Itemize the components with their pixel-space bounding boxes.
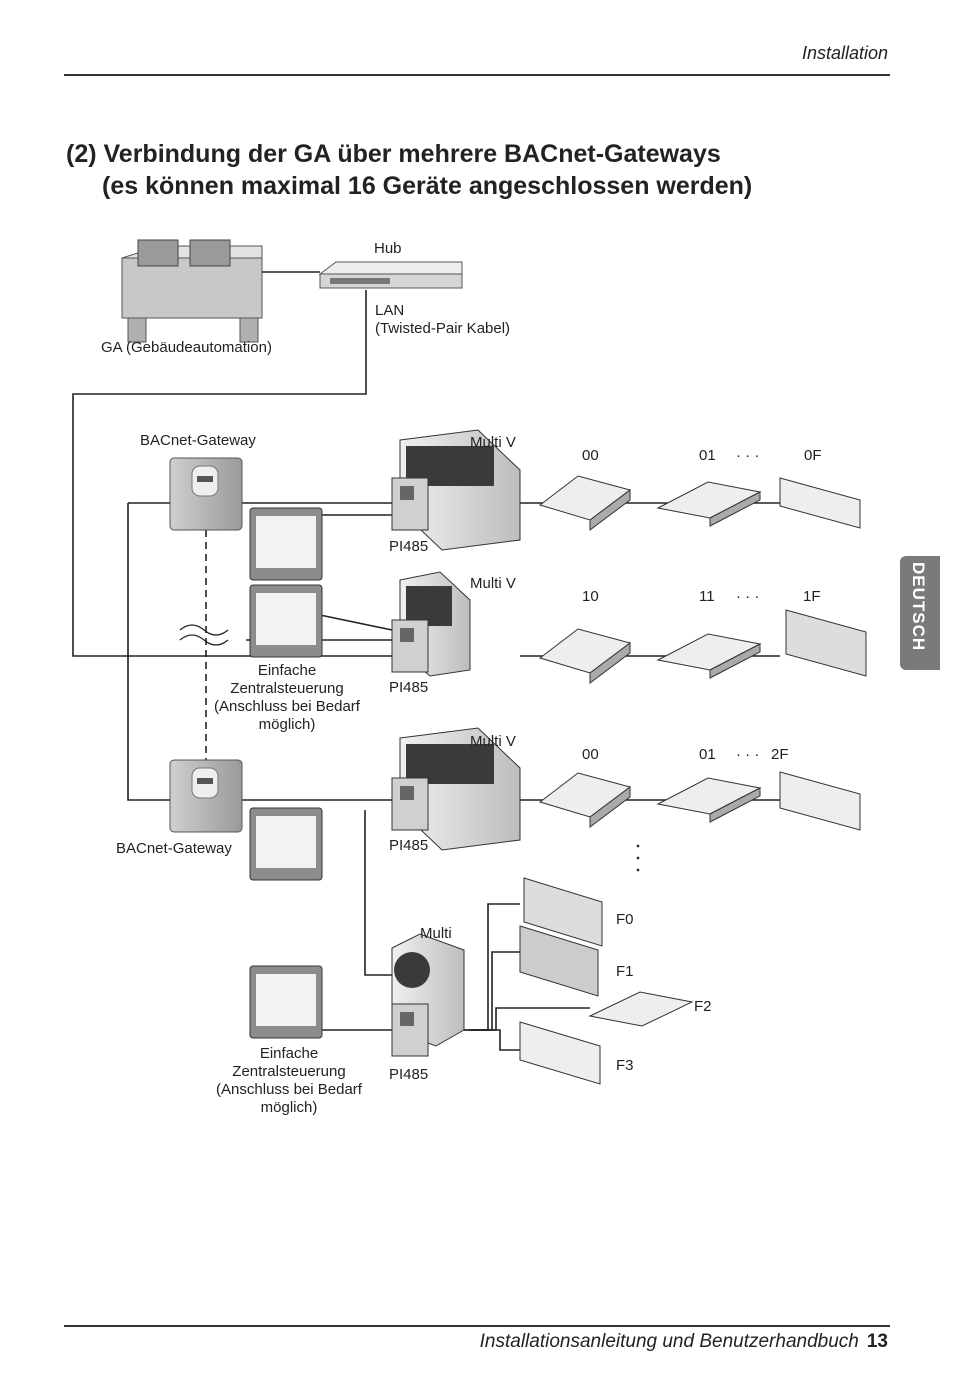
bacnet-gateway-top-icon [169, 457, 243, 531]
address-label: F1 [616, 963, 634, 980]
language-tab: DEUTSCH [900, 556, 940, 670]
multi-v-outdoor-unit-1-icon [399, 429, 521, 551]
gateway-bottom-label: BACnet-Gateway [116, 840, 232, 857]
pi485-board-3-icon [391, 777, 429, 831]
bacnet-gateway-bottom-icon [169, 759, 243, 833]
multi-v-label-3: Multi V [470, 733, 516, 750]
address-ellipsis: · · · [736, 447, 760, 464]
caption-line: Einfache [259, 1045, 319, 1062]
page-title: (2) Verbindung der GA über mehrere BACne… [66, 138, 752, 202]
caption-line: möglich) [258, 716, 316, 733]
ceiling-unit-01-icon [656, 481, 762, 527]
address-label: F0 [616, 911, 634, 928]
section-header: Installation [801, 43, 888, 63]
cassette-unit-00-icon [538, 475, 632, 531]
ceiling-unit-F2-icon [588, 991, 694, 1027]
gateway-top-label: BACnet-Gateway [140, 432, 256, 449]
footer-text: Installationsanleitung und Benutzerhandb… [479, 1331, 859, 1352]
caption-line: Zentralsteuerung [230, 680, 344, 697]
wall-unit-2F-icon [779, 771, 861, 831]
address-label: 2F [771, 746, 789, 763]
pi485-board-2-icon [391, 619, 429, 673]
caption-line: Einfache [257, 662, 317, 679]
multi-v-outdoor-unit-3-icon [399, 727, 521, 851]
top-rule [64, 74, 890, 76]
central-controller-4-icon [249, 965, 323, 1039]
hub-label: Hub [374, 240, 402, 257]
wall-unit-1F-icon [785, 609, 867, 677]
page-number: 13 [866, 1331, 888, 1352]
address-label: 00 [582, 746, 599, 763]
caption-line: (Anschluss bei Bedarf [216, 1081, 362, 1098]
address-label: 01 [699, 447, 716, 464]
ceiling-unit-11-icon [656, 633, 762, 679]
address-label: F2 [694, 998, 712, 1015]
pi485-label-1: PI485 [389, 538, 429, 555]
pi485-board-4-icon [391, 1003, 429, 1057]
address-label: 00 [582, 447, 599, 464]
more-units-ellipsis [636, 844, 640, 872]
pi485-label-2: PI485 [389, 679, 429, 696]
bottom-rule [64, 1325, 890, 1327]
central-controller-2-icon [249, 584, 323, 658]
wall-unit-F1-icon [519, 925, 599, 997]
lan-label: LAN [375, 302, 405, 319]
footer: Installationsanleitung und Benutzerhandb… [480, 1331, 888, 1353]
address-label: 01 [699, 746, 716, 763]
address-label: 0F [804, 447, 822, 464]
multi-v-label-2: Multi V [470, 575, 516, 592]
ceiling-unit-01-row3-icon [656, 777, 762, 823]
address-label: 1F [803, 588, 821, 605]
address-ellipsis: · · · [736, 746, 760, 763]
caption-line: möglich) [260, 1099, 318, 1116]
lan-cable-label: (Twisted-Pair Kabel) [375, 320, 511, 337]
hub-icon [318, 261, 463, 289]
pi485-label-4: PI485 [389, 1066, 429, 1083]
wall-unit-F0-icon [523, 877, 603, 947]
caption-line: (Anschluss bei Bedarf [214, 698, 360, 715]
address-ellipsis: · · · [736, 588, 760, 605]
multi-label: Multi [420, 925, 452, 942]
central-controller-3-icon [249, 807, 323, 881]
controller-top-caption: Einfache Zentralsteuerung (Anschluss bei… [196, 662, 378, 734]
pi485-label-3: PI485 [389, 837, 429, 854]
ga-label: GA (Gebäudeautomation) [101, 339, 272, 356]
language-tab-label: DEUTSCH [909, 562, 928, 652]
controller-bottom-caption: Einfache Zentralsteuerung (Anschluss bei… [198, 1045, 380, 1117]
address-label: 10 [582, 588, 599, 605]
wall-unit-0F-icon [779, 477, 861, 529]
ga-workstation-icon [121, 239, 263, 343]
address-label: 11 [699, 588, 715, 605]
central-controller-1-icon [249, 507, 323, 581]
caption-line: Zentralsteuerung [232, 1063, 346, 1080]
multi-v-label-1: Multi V [470, 434, 516, 451]
wall-unit-F3-icon [519, 1021, 601, 1085]
title-line-1: (2) Verbindung der GA über mehrere BACne… [66, 140, 721, 168]
address-label: F3 [616, 1057, 634, 1074]
pi485-board-1-icon [391, 477, 429, 531]
cassette-unit-10-icon [538, 628, 632, 684]
cassette-unit-00-row3-icon [538, 772, 632, 828]
title-line-2: (es können maximal 16 Geräte angeschloss… [102, 172, 753, 200]
